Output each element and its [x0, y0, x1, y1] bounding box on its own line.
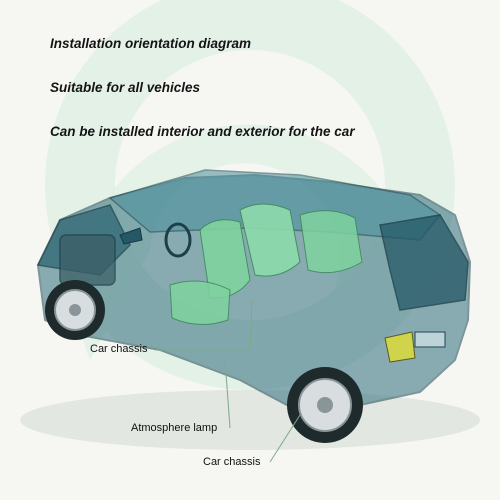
callout-atmosphere-lamp: Atmosphere lamp — [131, 422, 218, 434]
headline-orientation: Installation orientation diagram — [50, 36, 252, 51]
headline-installation: Can be installed interior and exterior f… — [50, 124, 355, 139]
seat-base — [169, 280, 231, 325]
car-shadow — [20, 390, 480, 450]
front-wheel — [45, 280, 105, 340]
front-seat-2 — [239, 203, 301, 277]
callout-car-chassis-front: Car chassis — [90, 343, 148, 355]
callout-car-chassis-rear: Car chassis — [203, 456, 261, 468]
tail-light — [384, 331, 416, 363]
headline-suitable: Suitable for all vehicles — [50, 80, 201, 95]
car-rear-hatch — [379, 214, 469, 311]
steering-wheel — [164, 222, 192, 258]
rear-seat — [299, 210, 363, 274]
rear-wheel — [287, 367, 363, 443]
side-mirror — [119, 227, 143, 245]
license-plate — [414, 331, 446, 348]
engine-block — [59, 234, 116, 286]
